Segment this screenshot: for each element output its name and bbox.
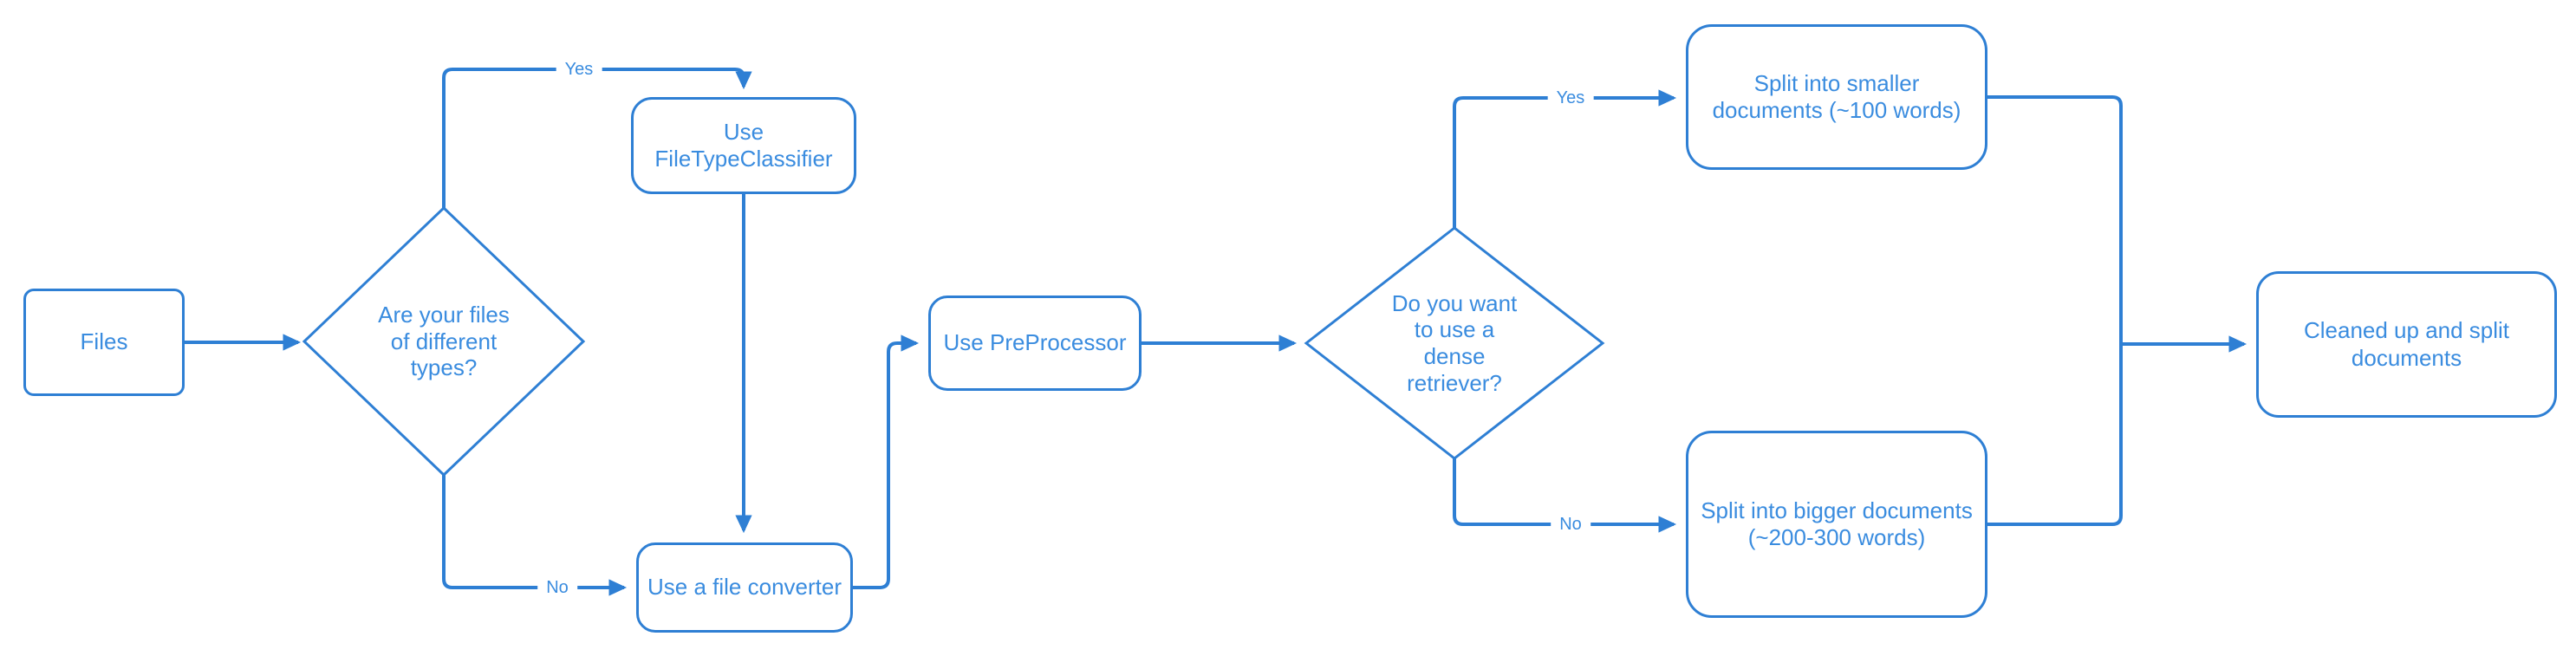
node-files-label: Files bbox=[80, 328, 128, 355]
connector-merge-rail bbox=[1987, 95, 2123, 526]
node-preprocessor-label: Use PreProcessor bbox=[943, 329, 1127, 356]
node-split-bigger-label: Split into bigger documents (~200-300 wo… bbox=[1701, 497, 1973, 550]
connector-fileconverter-to-preprocessor bbox=[853, 334, 920, 589]
connector-dense-retriever-yes-to-split-smaller bbox=[1453, 89, 1677, 228]
node-split-bigger: Split into bigger documents (~200-300 wo… bbox=[1686, 431, 1987, 618]
node-split-smaller-label: Split into smaller documents (~100 words… bbox=[1712, 69, 1961, 123]
node-cleaned-docs-label: Cleaned up and split documents bbox=[2303, 317, 2510, 371]
node-split-smaller: Split into smaller documents (~100 words… bbox=[1686, 24, 1987, 170]
connector-dense-retriever-no-to-split-bigger bbox=[1453, 458, 1677, 533]
edge-label-different-types-no: No bbox=[537, 579, 577, 596]
node-preprocessor: Use PreProcessor bbox=[928, 296, 1142, 391]
node-file-converter-label: Use a file converter bbox=[647, 574, 842, 601]
decision-diamond-different-types bbox=[302, 205, 586, 477]
node-file-type-classifier: Use FileTypeClassifier bbox=[631, 97, 856, 194]
node-cleaned-docs: Cleaned up and split documents bbox=[2256, 271, 2557, 418]
node-files: Files bbox=[23, 289, 185, 396]
decision-diamond-dense-retriever bbox=[1304, 226, 1605, 460]
node-file-type-classifier-label: Use FileTypeClassifier bbox=[654, 118, 833, 172]
edge-label-different-types-yes: Yes bbox=[556, 61, 602, 78]
node-file-converter: Use a file converter bbox=[636, 542, 853, 633]
edge-label-dense-retriever-yes: Yes bbox=[1547, 89, 1594, 107]
edge-label-dense-retriever-no: No bbox=[1551, 516, 1590, 533]
connector-different-types-no-to-fileconverter bbox=[442, 475, 628, 596]
